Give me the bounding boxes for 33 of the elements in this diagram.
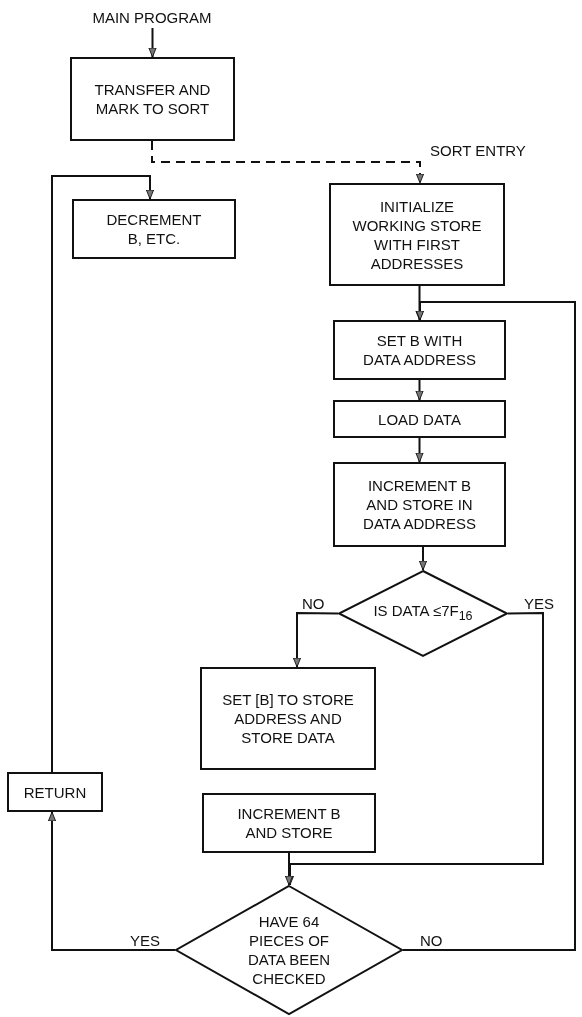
process-box [329,183,505,286]
arrow [47,811,176,951]
start-label: MAIN PROGRAM [92,7,212,27]
step-text: SET B WITH DATA ADDRESS [362,331,477,369]
step-text: TRANSFER AND MARK TO SORT [93,80,212,118]
step-text: LOAD DATA [377,409,462,429]
process-box [333,400,506,438]
step-text: DECREMENT B, ETC. [105,210,203,248]
step-text: INCREMENT B AND STORE IN DATA ADDRESS [362,476,477,533]
arrow [402,301,576,951]
step-text: IS DATA ≤7F$_{16}$ [372,601,474,625]
step-text: INCREMENT B AND STORE [236,804,342,842]
arrow [51,175,155,773]
arrow [284,852,294,886]
arrow [418,546,428,571]
arrow [148,27,157,58]
decision-diamond [175,885,403,1015]
arrow [415,379,424,401]
step-text: HAVE 64 PIECES OF DATA BEEN CHECKED [247,912,331,988]
process-box [72,199,236,259]
decision-diamond [338,570,508,657]
process-box [70,57,235,141]
process-box [333,320,506,380]
arrow [415,437,424,463]
process-box [202,793,376,853]
process-box [333,462,506,547]
arrow [151,140,425,184]
step-text: SET [B] TO STORE ADDRESS AND STORE DATA [221,690,355,747]
process-box [7,772,103,812]
process-box [200,667,376,770]
step-text: INITIALIZE WORKING STORE WITH FIRST ADDRESSES [352,196,482,273]
arrow [292,612,339,668]
step-text: RETURN [22,782,88,802]
